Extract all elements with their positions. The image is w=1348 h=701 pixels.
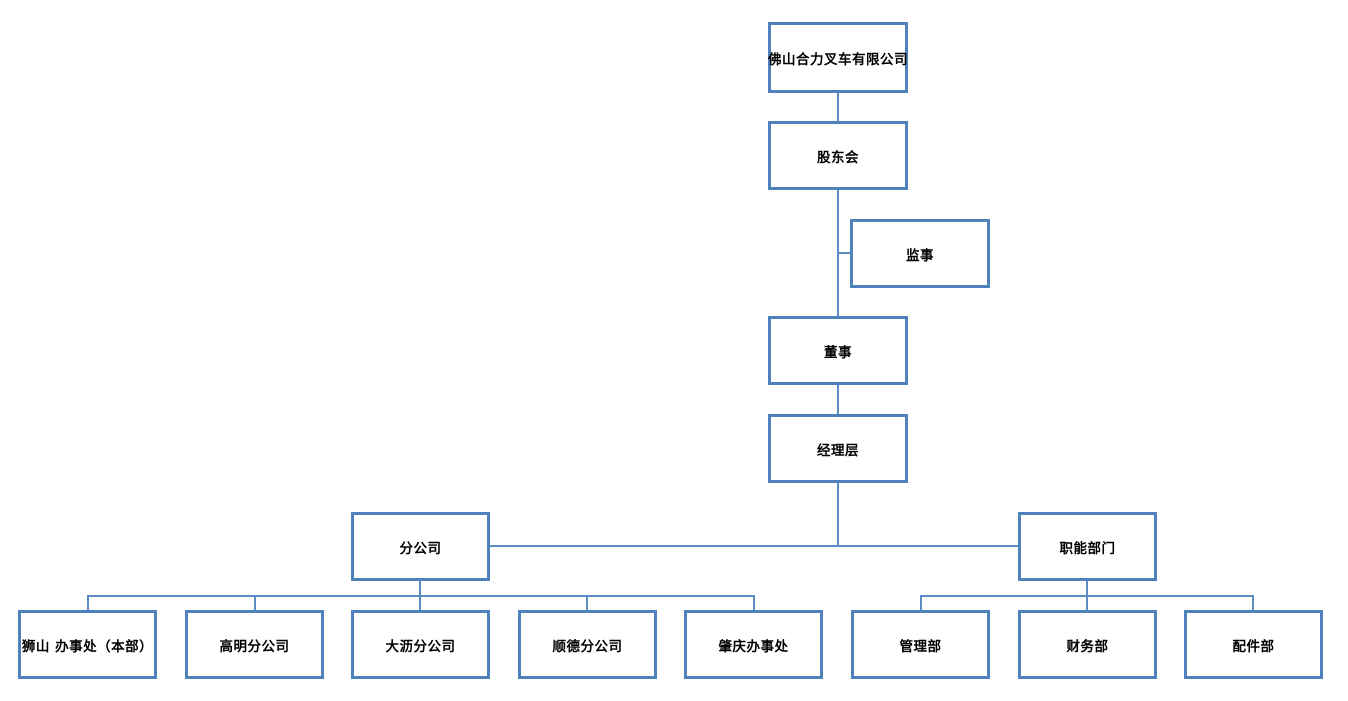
connector-supervisor-stub [839,252,850,254]
org-node-parts-dept: 配件部 [1184,610,1323,679]
connector-drop-guanli [920,595,922,610]
org-node-shishan-office: 狮山 办事处（本部） [18,610,157,679]
connector-drop-shishan [87,595,89,610]
org-node-finance-dept: 财务部 [1018,610,1157,679]
org-node-company: 佛山合力叉车有限公司 [768,22,908,93]
org-node-director: 董事 [768,316,908,385]
connector-management-drop [837,483,839,546]
connector-company-shareholders [837,93,839,121]
org-node-company-label: 佛山合力叉车有限公司 [768,51,908,68]
org-node-shareholders: 股东会 [768,121,908,190]
connector-right-children-rail [920,595,1254,597]
connector-drop-zhaoqing [753,595,755,610]
connector-drop-peijian [1252,595,1254,610]
org-node-parts-dept-label: 配件部 [1232,638,1275,655]
connector-drop-shunde [586,595,588,610]
org-node-functional-departments-label: 职能部门 [1059,540,1116,557]
org-node-gaoming-branch-label: 高明分公司 [219,638,290,655]
org-node-zhaoqing-office: 肇庆办事处 [684,610,823,679]
org-node-finance-dept-label: 财务部 [1066,638,1109,655]
org-node-functional-departments: 职能部门 [1018,512,1157,581]
connector-director-management [837,385,839,414]
org-node-shareholders-label: 股东会 [817,149,859,166]
connector-branch-functional-rail [490,545,1018,547]
org-node-management-dept-label: 管理部 [899,638,942,655]
org-node-shishan-office-label: 狮山 办事处（本部） [21,638,154,655]
org-node-dali-branch-label: 大沥分公司 [385,638,456,655]
org-node-shunde-branch-label: 顺德分公司 [552,638,623,655]
connector-drop-gaoming [254,595,256,610]
org-node-gaoming-branch: 高明分公司 [185,610,324,679]
org-node-zhaoqing-office-label: 肇庆办事处 [718,638,789,655]
org-node-supervisor-label: 监事 [906,247,934,264]
org-node-director-label: 董事 [824,344,852,361]
org-node-branch-companies-label: 分公司 [399,540,442,557]
org-node-supervisor: 监事 [850,219,990,288]
connector-left-children-rail [87,595,755,597]
org-node-branch-companies: 分公司 [351,512,490,581]
org-node-dali-branch: 大沥分公司 [351,610,490,679]
connector-shareholders-director [837,190,839,316]
org-node-management-dept: 管理部 [851,610,990,679]
org-node-management: 经理层 [768,414,908,483]
org-node-shunde-branch: 顺德分公司 [518,610,657,679]
org-node-management-label: 经理层 [817,442,859,459]
